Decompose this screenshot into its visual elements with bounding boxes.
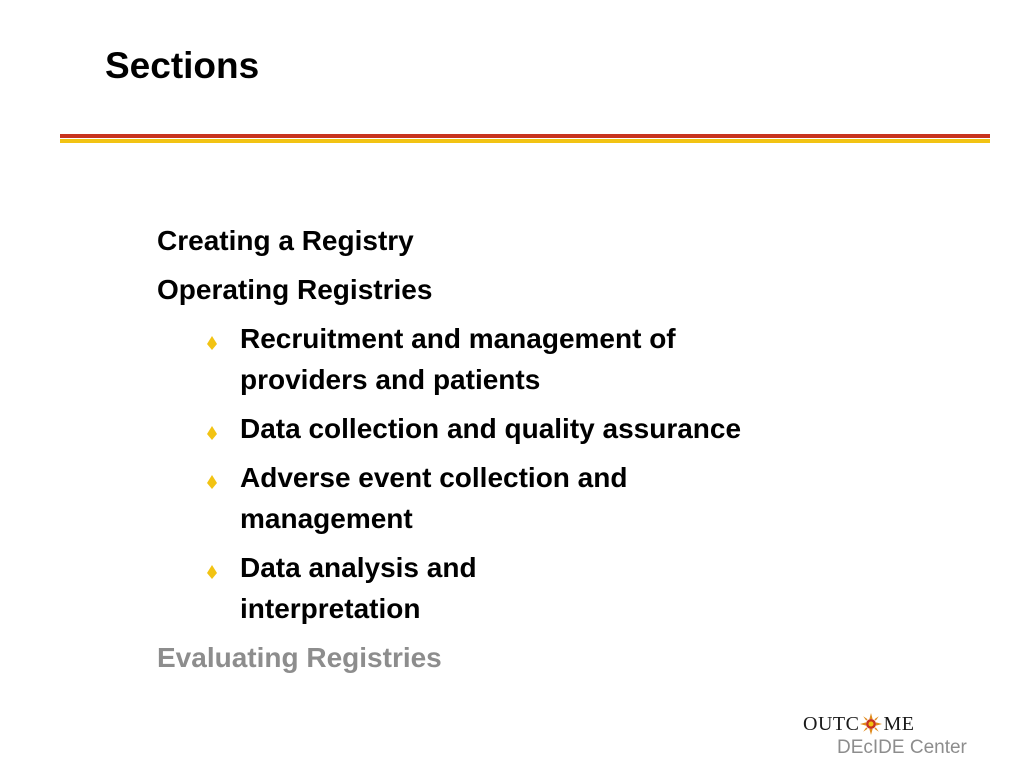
logo-text-left: OUTC xyxy=(803,713,860,735)
outline-item-operating-registries: Operating Registries xyxy=(157,274,433,305)
diamond-bullet-icon xyxy=(207,475,217,489)
subitem-line: Data collection and quality assurance xyxy=(240,413,742,444)
outline-subitem: Data collection and quality assurance xyxy=(157,408,741,449)
outline-subitem: Recruitment and management of providers … xyxy=(157,318,741,400)
diamond-bullet-icon xyxy=(207,336,217,350)
diamond-bullet-icon xyxy=(207,565,217,579)
subitem-line: Recruitment and management of xyxy=(240,323,676,354)
section-outline: Creating a Registry Operating Registries… xyxy=(157,220,741,686)
outcome-decide-logo: OUTC ME DEcIDE Center xyxy=(803,710,973,760)
outline-item-evaluating-registries: Evaluating Registries xyxy=(157,642,442,673)
outline-item-creating-registry: Creating a Registry xyxy=(157,225,414,256)
subitem-line: Adverse event collection and xyxy=(240,462,628,493)
subitem-line: providers and patients xyxy=(240,364,541,395)
page-title: Sections xyxy=(105,45,260,86)
sun-icon xyxy=(860,713,883,735)
outline-subitem: Data analysis and interpretation xyxy=(157,547,741,629)
logo-text-right: ME xyxy=(883,713,915,735)
subitem-line: interpretation xyxy=(240,593,421,624)
diamond-bullet-icon xyxy=(207,426,217,440)
logo-subtitle: DEcIDE Center xyxy=(837,737,967,758)
logo-wordmark: OUTC ME xyxy=(803,710,914,738)
outline-subitem: Adverse event collection and management xyxy=(157,457,741,539)
subitem-line: Data analysis and xyxy=(240,552,477,583)
title-divider-yellow xyxy=(60,139,990,143)
subitem-line: management xyxy=(240,503,413,534)
title-divider-red xyxy=(60,134,990,138)
